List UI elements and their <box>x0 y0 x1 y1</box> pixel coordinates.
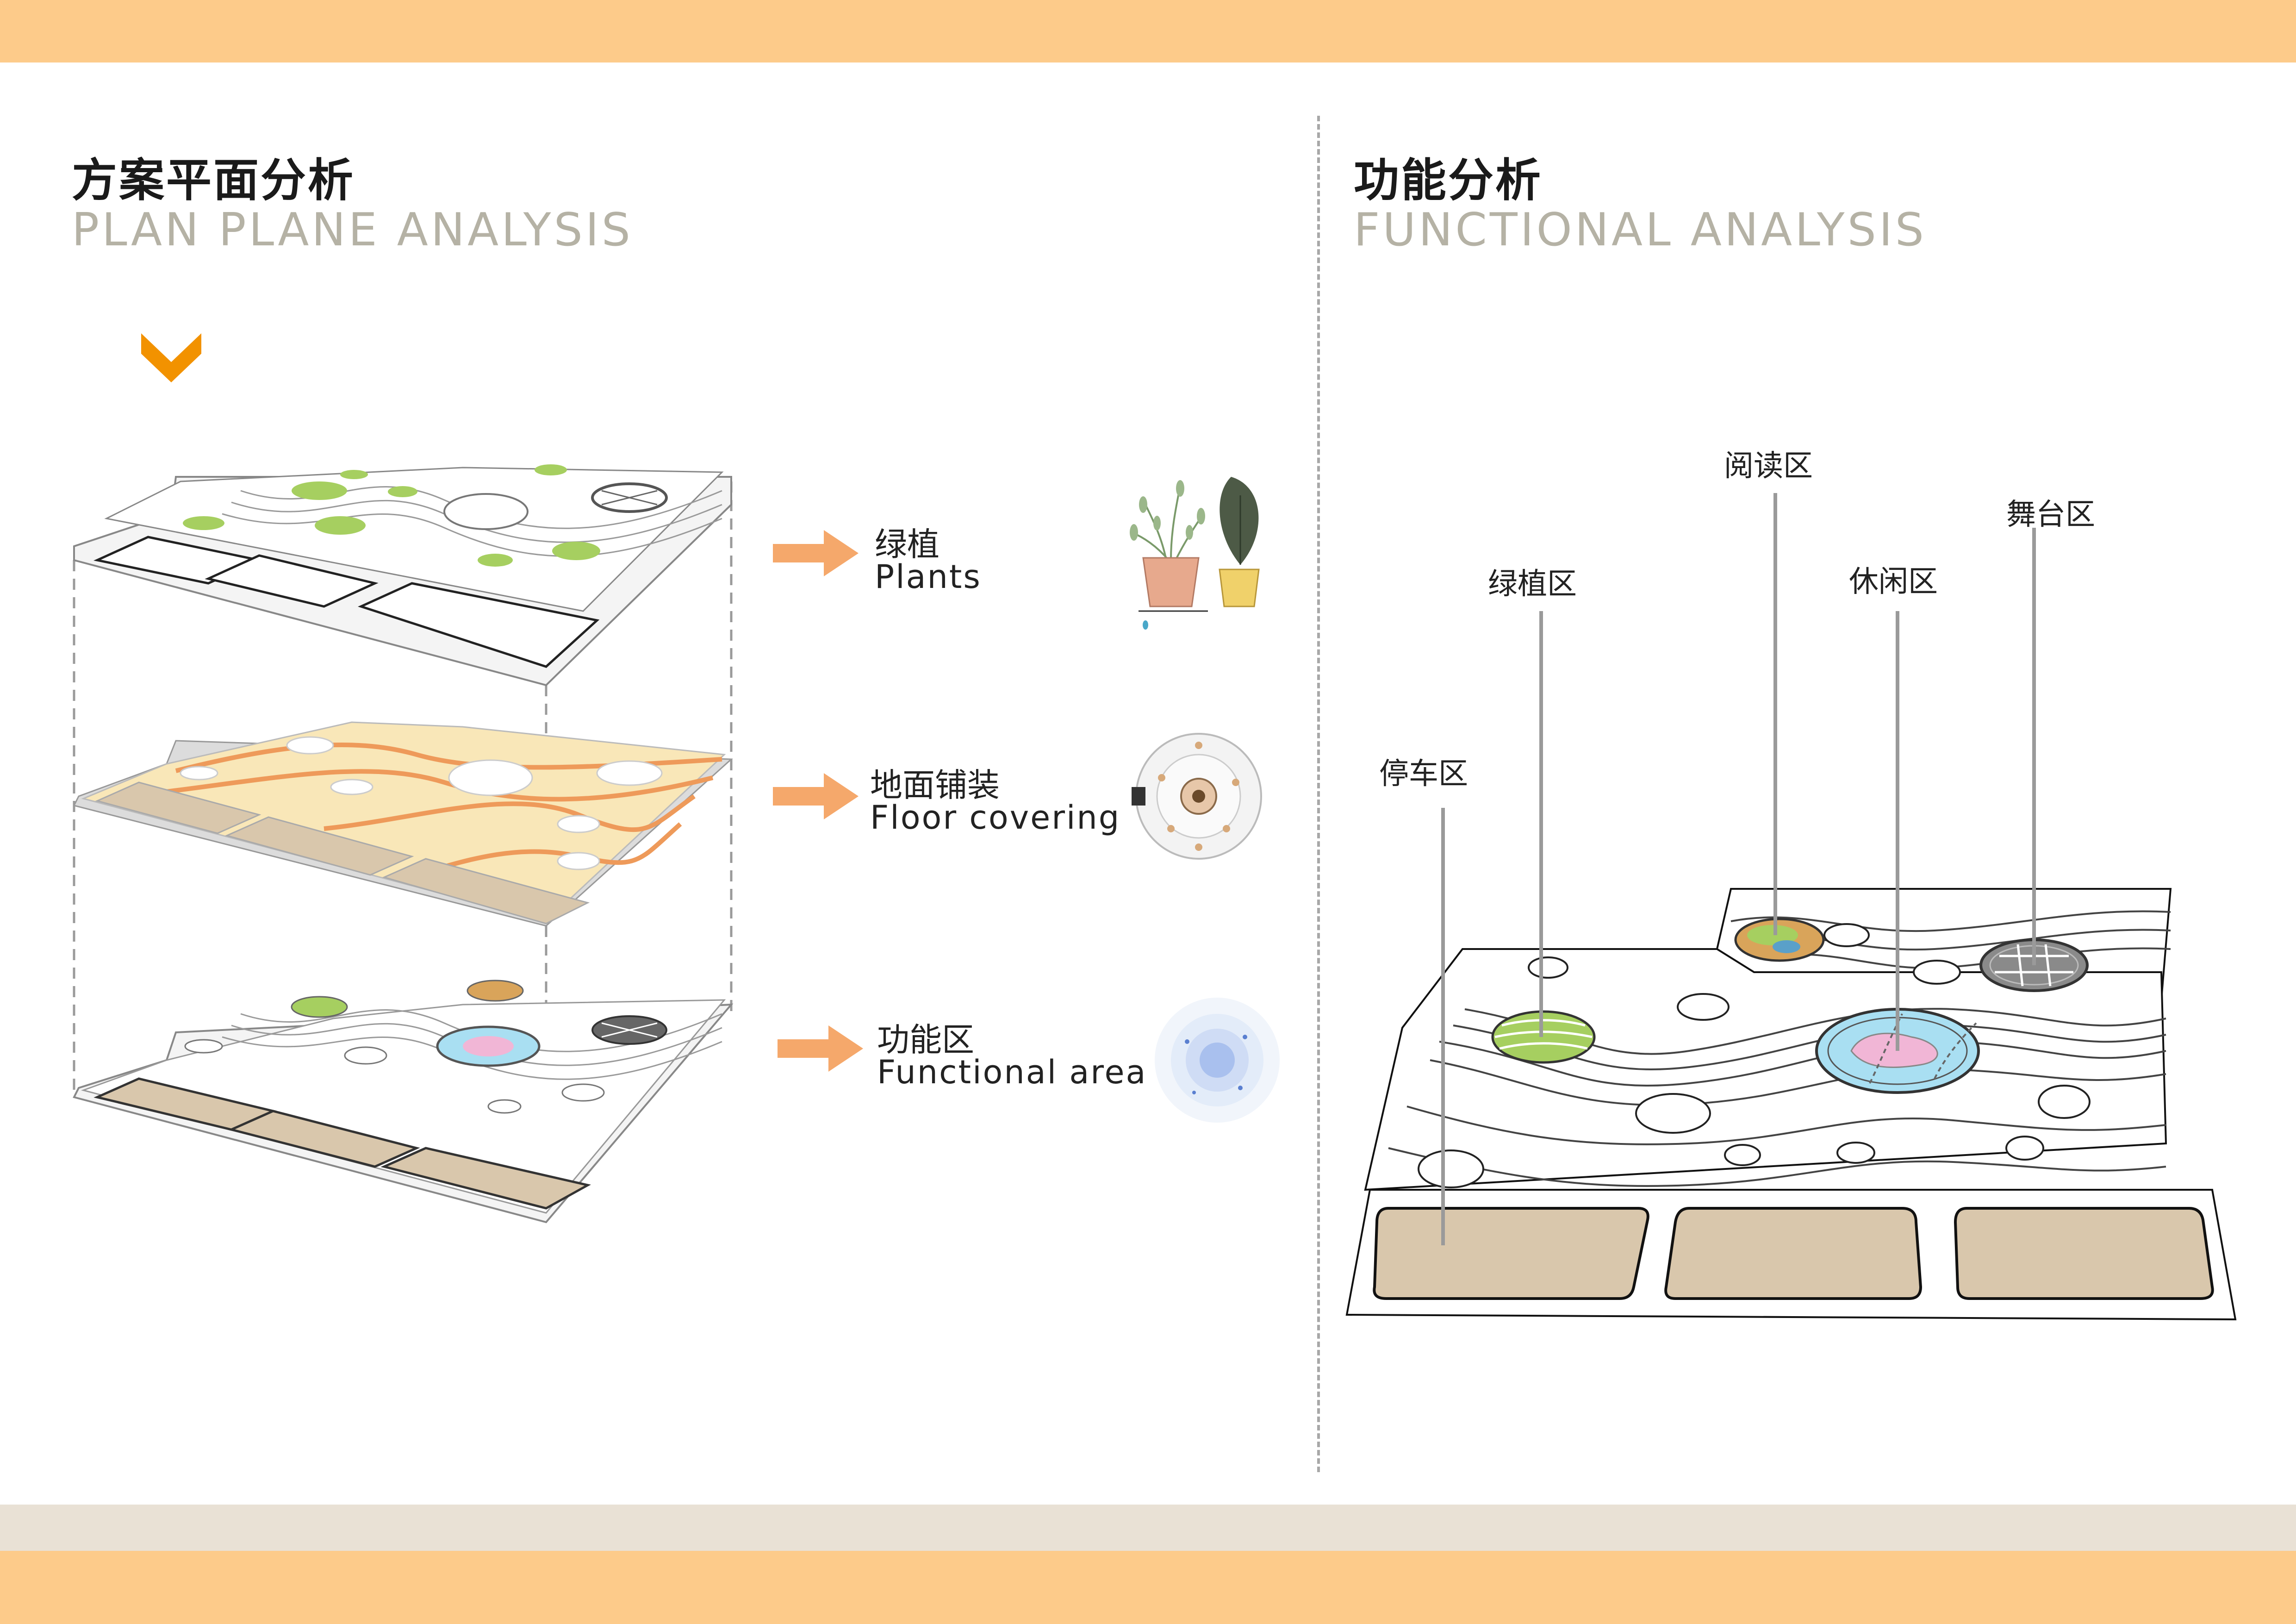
chevron-down-icon <box>141 333 201 382</box>
zone-label-parking: 停车区 <box>1379 757 1468 791</box>
plants-layer <box>73 464 732 687</box>
parking-slot <box>228 1110 420 1168</box>
zone-label-leisure: 休闲区 <box>1849 565 1938 599</box>
functional-analysis-diagram <box>1345 493 2237 1321</box>
plant-patch <box>315 516 366 535</box>
legend-functional-en: Functional area <box>877 1053 1147 1091</box>
top-color-band <box>0 0 2296 62</box>
plan-layer-stack-diagram <box>73 464 734 1224</box>
parking-slot <box>1664 1207 1923 1300</box>
plant-patch <box>183 516 224 530</box>
bottom-color-band <box>0 1551 2296 1624</box>
parking-slot-outline <box>205 554 379 608</box>
potted-plants-icon <box>1130 477 1260 630</box>
right-title-cn: 功能分析 <box>1354 154 1543 207</box>
parking-slot <box>1954 1207 2214 1300</box>
plant-patch <box>552 542 600 560</box>
plant-patch <box>388 486 417 497</box>
parking-slot <box>380 1147 591 1210</box>
floor-covering-layer <box>73 721 733 927</box>
plant-patch <box>478 554 513 567</box>
legend-functional-cn: 功能区 <box>877 1021 974 1059</box>
bottom-beige-band <box>0 1505 2296 1551</box>
center-divider <box>1317 116 1320 1472</box>
zone-label-green: 绿植区 <box>1488 567 1577 601</box>
plant-patch <box>535 464 567 475</box>
floor-covering-disc-icon <box>1132 733 1262 860</box>
legend-plants-cn: 绿植 <box>875 525 940 563</box>
legend-floor-cn: 地面铺装 <box>870 766 1000 804</box>
plant-patch <box>340 470 368 479</box>
zone-leader-lines <box>1441 493 2036 1245</box>
zone-label-reading: 阅读区 <box>1724 449 1813 483</box>
parking-slot <box>224 816 414 876</box>
plant-patch <box>292 481 347 500</box>
functional-area-layer <box>73 980 734 1224</box>
legend-floor-en: Floor covering <box>870 799 1121 837</box>
green-zone <box>1491 1010 1596 1064</box>
parking-slot <box>382 858 590 924</box>
legend-arrow-functional <box>778 1025 863 1072</box>
parking-slot <box>95 781 261 834</box>
functional-area-rings-icon <box>1155 998 1280 1123</box>
parking-slot-outline <box>358 582 600 668</box>
zone-label-stage: 舞台区 <box>2006 498 2095 532</box>
legend-arrow-plants <box>773 530 859 576</box>
legend-arrow-floor <box>773 773 859 819</box>
left-title-en: PLAN PLANE ANALYSIS <box>72 204 633 256</box>
right-title-en: FUNCTIONAL ANALYSIS <box>1354 204 1927 256</box>
left-title-cn: 方案平面分析 <box>72 154 355 207</box>
legend-plants-en: Plants <box>875 558 982 596</box>
parking-slot <box>1373 1207 1649 1300</box>
